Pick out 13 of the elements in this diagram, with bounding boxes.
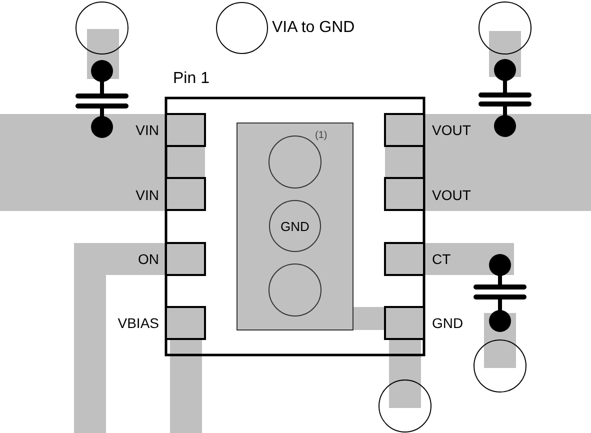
pin-label: ON xyxy=(138,252,159,266)
legend-label: VIA to GND xyxy=(272,19,355,37)
pin-1-marker: Pin 1 xyxy=(173,71,210,87)
pin-label: GND xyxy=(432,316,464,330)
via-label: GND xyxy=(280,218,310,234)
pin-label: CT xyxy=(432,252,451,266)
pin-label: VOUT xyxy=(432,123,471,137)
pin-label: VBIAS xyxy=(118,316,159,330)
via xyxy=(269,200,321,252)
pin-label: VIN xyxy=(136,188,159,202)
pin-label: VIN xyxy=(136,123,159,137)
pin-label: VOUT xyxy=(432,188,471,202)
footnote-mark: (1) xyxy=(315,131,328,141)
